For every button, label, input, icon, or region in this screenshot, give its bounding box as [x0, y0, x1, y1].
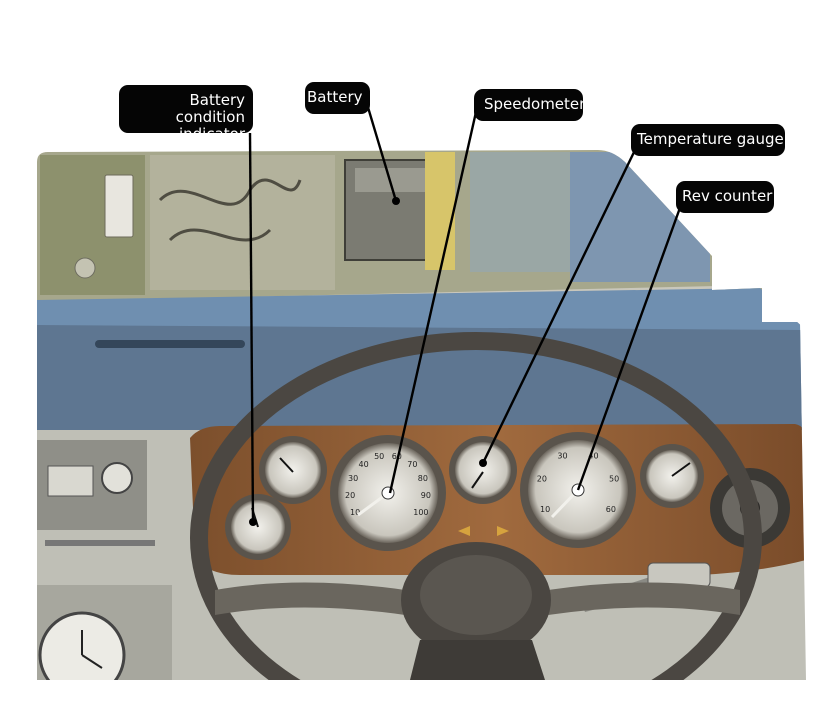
steering-wheel-spoke-right [548, 582, 740, 615]
steering-wheel-rim [190, 332, 762, 680]
leader-lines [248, 103, 683, 523]
radiator-area [570, 152, 710, 282]
rev-counter-numeral: 60 [606, 505, 616, 514]
engine-block [150, 155, 335, 290]
leader-battery [365, 103, 398, 202]
steering-wheel-spoke-left [215, 582, 405, 615]
speedometer-numeral: 10 [350, 508, 360, 517]
console-lever [45, 540, 155, 546]
speedometer-numeral: 70 [407, 460, 417, 469]
label-battery: Battery [305, 82, 370, 114]
speedometer-numeral: 80 [418, 474, 428, 483]
identification-plate [104, 174, 134, 238]
rev-counter-numeral: 50 [609, 474, 619, 483]
speedometer-numeral: 20 [345, 491, 355, 500]
label-speedometer: Speedometer [474, 89, 585, 121]
leader-rev-counter [576, 204, 683, 491]
label-temperature-gauge: Temperature gauge [631, 124, 785, 156]
label-battery-condition-indicator: Battery condition indicator [119, 85, 253, 143]
clock-knob [101, 462, 133, 494]
leader-battery-condition [248, 132, 255, 523]
leader-speedometer [388, 111, 478, 494]
speedometer-numeral: 30 [348, 474, 358, 483]
speedometer-numeral: 60 [392, 452, 402, 461]
dashboard-top [37, 325, 806, 430]
rev-counter-numeral: 30 [557, 451, 567, 460]
fuel-gauge [259, 436, 327, 504]
speedometer-numeral: 90 [421, 491, 431, 500]
engine-bolt [74, 257, 96, 279]
demister-vent [95, 340, 245, 348]
indicator-arrows [458, 526, 509, 536]
horn-pad [420, 555, 532, 635]
temperature-gauge [449, 436, 517, 504]
speedometer-numeral: 50 [374, 452, 384, 461]
steering-column [410, 640, 545, 680]
battery-strap [425, 152, 455, 270]
battery-condition-gauge [225, 494, 291, 560]
console-clock-hands [81, 630, 103, 669]
radio-display [47, 465, 94, 497]
label-rev-counter: Rev counter [676, 181, 774, 213]
engine-side [470, 152, 570, 272]
speedometer-numeral: 100 [413, 508, 428, 517]
speedometer-numeral: 40 [359, 460, 369, 469]
rev-counter-numeral: 10 [540, 505, 550, 514]
rev-counter-numeral: 20 [537, 474, 547, 483]
rev-counter-numeral: 40 [588, 451, 598, 460]
leader-temperature-gauge [481, 147, 638, 464]
oil-pressure-gauge [640, 444, 704, 508]
leader-line-ends [249, 197, 487, 526]
